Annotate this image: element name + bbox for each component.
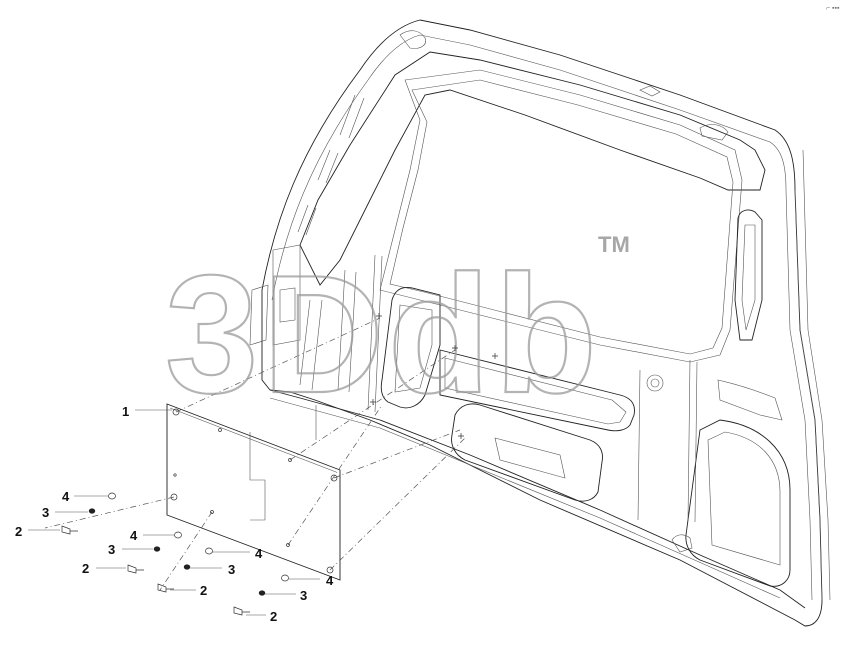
watermark: 3Ddb TM [164, 232, 630, 429]
callout-2: 2 [200, 583, 207, 598]
callout-2: 2 [270, 609, 277, 624]
corner-mark: ⌐ ▪▪▪ [826, 5, 840, 12]
fastener-group-a [61, 492, 116, 535]
svg-text:3Ddb: 3Ddb [165, 240, 601, 428]
fasteners [61, 492, 289, 616]
svg-text:TM: TM [598, 232, 630, 257]
callout-2: 2 [15, 524, 22, 539]
fastener-group-d [233, 574, 289, 616]
alignment-lines [44, 317, 466, 591]
fastener-group-b [127, 531, 182, 574]
callout-4: 4 [130, 528, 138, 543]
callout-2: 2 [82, 561, 89, 576]
leader-lines [28, 409, 320, 616]
callout-3: 3 [228, 562, 235, 577]
callout-3: 3 [108, 542, 115, 557]
panel-fastener-marks [370, 313, 498, 439]
callout-4: 4 [62, 489, 70, 504]
callout-3: 3 [42, 505, 49, 520]
callout-labels: 1 4 3 2 4 3 2 4 3 2 4 3 2 [15, 404, 334, 624]
callout-1: 1 [122, 404, 129, 419]
mounting-plate [166, 403, 341, 581]
projection-step-line [249, 405, 317, 521]
fastener-group-c [157, 547, 213, 593]
rear-panel [249, 19, 831, 627]
callout-4: 4 [326, 573, 334, 588]
callout-4: 4 [255, 546, 263, 561]
callout-3: 3 [300, 588, 307, 603]
